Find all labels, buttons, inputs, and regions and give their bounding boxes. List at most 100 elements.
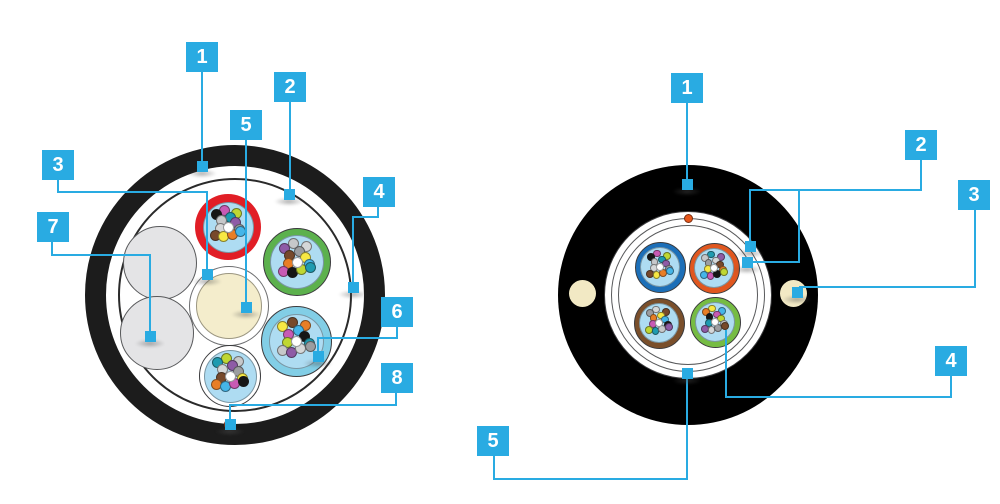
- callout-marker: [283, 188, 295, 200]
- callout-line: [395, 325, 399, 340]
- callout-line: [748, 188, 752, 248]
- marker-shadow: [135, 339, 165, 348]
- callout-marker: [201, 268, 213, 280]
- marker-shadow: [215, 427, 245, 436]
- callout-line: [394, 391, 398, 407]
- marker-shadow: [672, 376, 702, 385]
- callout-line: [376, 205, 380, 219]
- callout-line: [148, 253, 152, 338]
- fiber-dot: [657, 311, 665, 320]
- ripcord: [683, 213, 693, 223]
- callout-line: [228, 403, 398, 407]
- callout-marker: [791, 286, 803, 298]
- callout-marker: [224, 418, 236, 430]
- marker-shadow: [338, 290, 368, 299]
- fiber-dot: [305, 261, 317, 273]
- callout-line: [919, 158, 923, 192]
- fiber-dot: [721, 321, 730, 330]
- marker-shadow: [732, 265, 762, 274]
- callout-line: [949, 374, 953, 399]
- fiber-dot-center: [710, 264, 718, 272]
- water-blocking-tape-ring: [618, 225, 758, 365]
- callout-line: [797, 188, 801, 264]
- filler-rod: [120, 296, 194, 370]
- callout-line: [316, 336, 320, 358]
- marker-shadow: [303, 359, 333, 368]
- marker-shadow: [192, 277, 222, 286]
- fiber-dot-center: [656, 263, 664, 271]
- callout-label-3: 3: [958, 180, 990, 210]
- callout-line: [351, 215, 380, 219]
- callout-line: [244, 138, 248, 309]
- fiber-dot: [666, 266, 675, 275]
- callout-label-5: 5: [477, 426, 509, 456]
- marker-shadow: [672, 187, 702, 196]
- callout-line: [228, 403, 232, 426]
- callout-line: [56, 190, 209, 194]
- callout-line: [798, 285, 977, 289]
- fiber-dot: [720, 267, 729, 276]
- callout-label-2: 2: [905, 130, 937, 160]
- callout-marker: [681, 367, 693, 379]
- callout-marker: [744, 240, 756, 252]
- callout-line: [50, 253, 152, 257]
- callout-line: [492, 477, 689, 481]
- callout-line: [748, 188, 923, 192]
- fiber-dot: [293, 324, 305, 336]
- marker-shadow: [735, 249, 765, 258]
- callout-label-4: 4: [363, 177, 395, 207]
- callout-line: [745, 260, 801, 264]
- fiber-dot-center: [222, 221, 234, 233]
- fiber-dot: [658, 255, 666, 264]
- marker-shadow: [782, 295, 812, 304]
- callout-line: [288, 100, 292, 196]
- callout-line: [56, 178, 60, 194]
- callout-line: [316, 336, 399, 340]
- buffer-tube-gel: [640, 247, 680, 287]
- callout-line: [492, 454, 496, 481]
- fiber-dot: [713, 310, 721, 319]
- callout-label-7: 7: [37, 212, 69, 242]
- callout-line: [50, 240, 54, 257]
- callout-marker: [347, 281, 359, 293]
- callout-line: [685, 101, 689, 186]
- callout-line: [724, 329, 728, 399]
- callout-marker: [144, 330, 156, 342]
- fiber-dot: [304, 340, 316, 352]
- callout-line: [724, 395, 953, 399]
- fiber-dot: [237, 375, 249, 387]
- fiber-dot-center: [290, 335, 302, 347]
- inner-liner-ring: [118, 178, 352, 412]
- fiber-dot-center: [711, 318, 719, 326]
- callout-line: [200, 70, 204, 168]
- callout-line: [685, 371, 689, 481]
- callout-label-1: 1: [671, 73, 703, 103]
- marker-shadow: [274, 197, 304, 206]
- callout-line: [205, 190, 209, 276]
- callout-label-8: 8: [381, 363, 413, 393]
- callout-label-4: 4: [935, 346, 967, 376]
- fiber-dot: [712, 256, 720, 265]
- fiber-dot-center: [291, 256, 303, 268]
- callout-line: [351, 215, 355, 289]
- marker-shadow: [187, 169, 217, 178]
- fiber-dot: [665, 322, 674, 331]
- callout-label-2: 2: [274, 72, 306, 102]
- marker-shadow: [231, 310, 261, 319]
- callout-marker: [741, 256, 753, 268]
- callout-label-1: 1: [186, 42, 218, 72]
- callout-marker: [240, 301, 252, 313]
- callout-marker: [681, 178, 693, 190]
- strength-member: [568, 279, 596, 307]
- callout-label-5: 5: [230, 110, 262, 140]
- callout-marker: [312, 350, 324, 362]
- fiber-dot: [286, 316, 298, 328]
- fiber-dot-center: [224, 370, 236, 382]
- callout-label-6: 6: [381, 297, 413, 327]
- callout-marker: [196, 160, 208, 172]
- fiber-dot-center: [655, 319, 663, 327]
